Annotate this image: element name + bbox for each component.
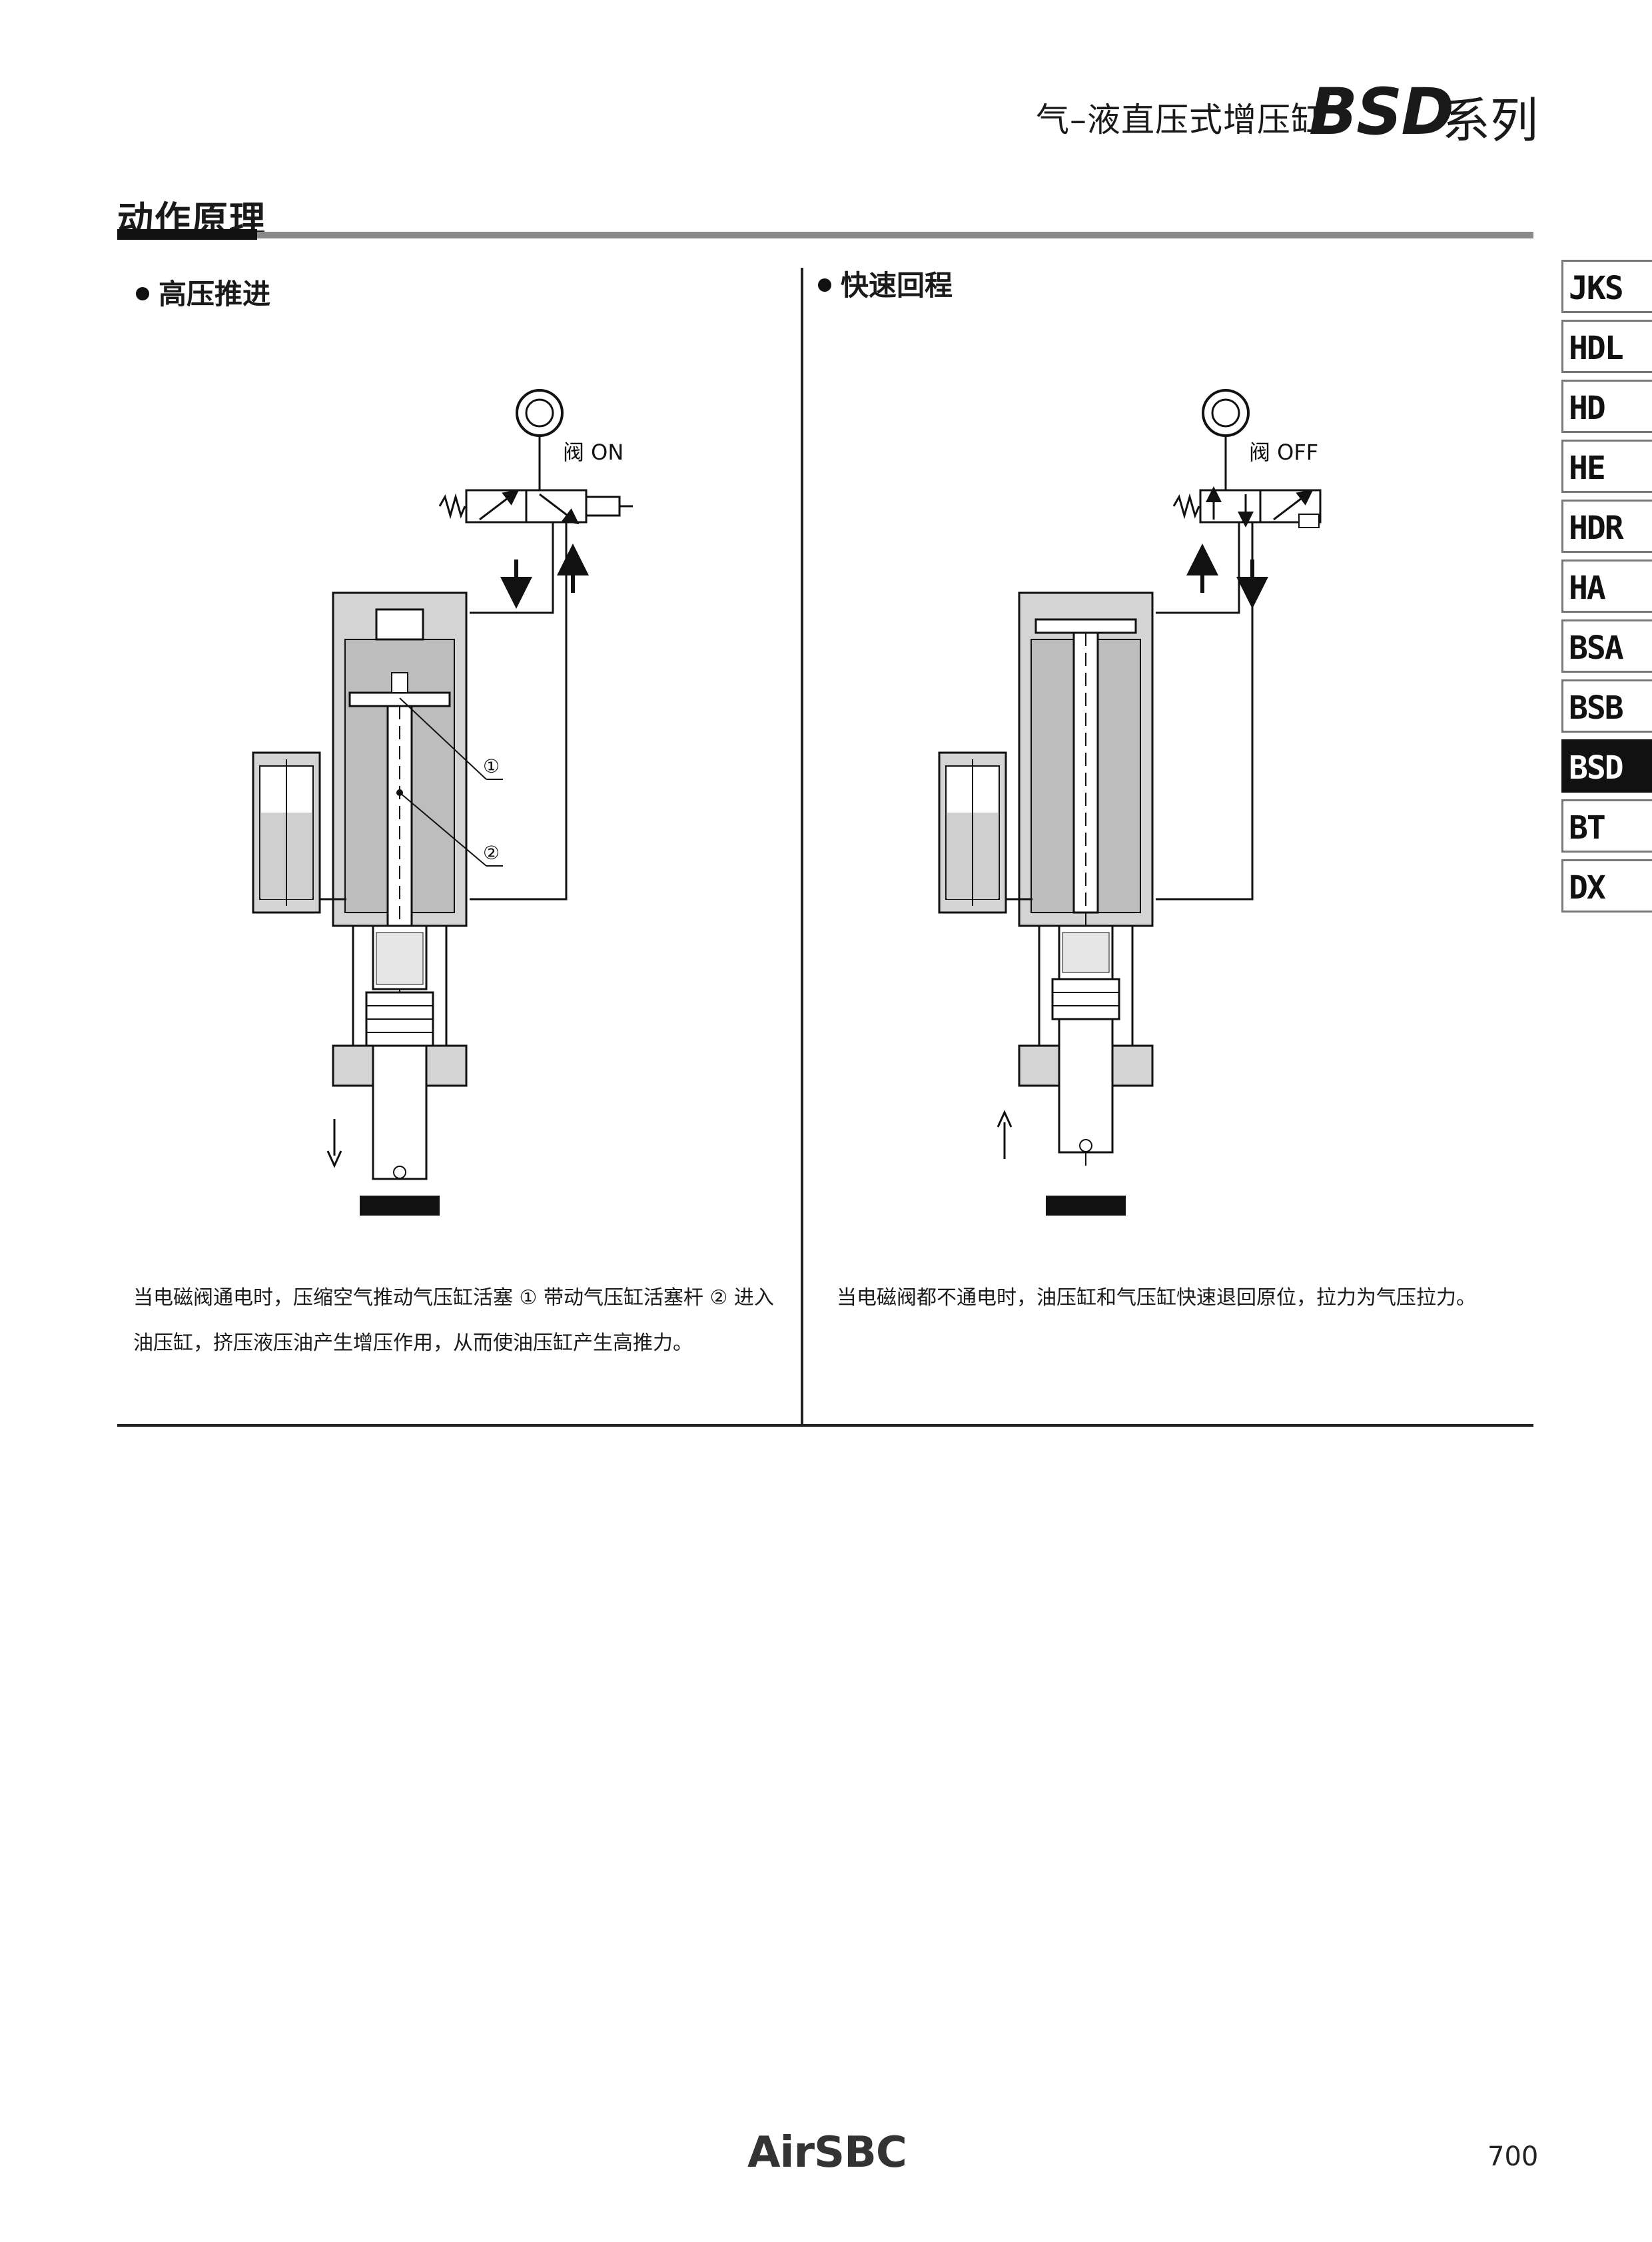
bullet-icon [136,286,149,300]
brand-logo: AirSBC [747,2128,907,2177]
diagram-fast-return: 阀 OFF [938,389,1322,1216]
title-rule [117,232,1533,238]
oil-tank-icon [252,751,346,914]
series-subtitle: 气–液直压式增压缸 [1036,101,1325,139]
bullet-icon [818,278,831,292]
page-number: 700 [1487,2141,1539,2172]
side-tab-hdl[interactable]: HDL [1561,320,1652,373]
side-tab-bt[interactable]: BT [1561,799,1652,853]
side-tab-hd[interactable]: HD [1561,380,1652,433]
side-tab-bsb[interactable]: BSB [1561,679,1652,733]
side-tab-bsd[interactable]: BSD [1561,739,1652,793]
bottom-rule [117,1424,1533,1427]
pressure-gauge-icon [516,389,564,493]
solenoid-valve-icon [438,489,633,525]
callout-2: ② [483,842,500,864]
side-tab-he[interactable]: HE [1561,440,1652,493]
panel-left-description: 当电磁阀通电时，压缩空气推动气压缸活塞 ① 带动气压缸活塞杆 ② 进入油压缸，挤… [133,1286,774,1355]
booster-cylinder-body [1018,591,1154,1216]
side-tab-jks[interactable]: JKS [1561,260,1652,313]
oil-tank-icon [938,751,1032,914]
side-tab-hdr[interactable]: HDR [1561,500,1652,553]
side-tab-dx[interactable]: DX [1561,859,1652,913]
panel-right-heading: 快速回程 [818,263,953,304]
side-tab-ha[interactable]: HA [1561,560,1652,613]
side-tab-bsa[interactable]: BSA [1561,619,1652,673]
series-code: BSD [1309,75,1454,149]
callout-1: ① [483,755,500,777]
panel-right-description: 当电磁阀都不通电时，油压缸和气压缸快速退回原位，拉力为气压拉力。 [837,1286,1476,1309]
title-rule-accent [117,229,257,240]
solenoid-valve-icon [1172,486,1322,528]
diagram-high-pressure-advance: 阀 ON [252,389,633,1216]
arrow-down-icon [326,1119,342,1168]
valve-label: 阀 ON [563,440,623,465]
column-divider [801,268,803,1427]
pressure-gauge-icon [1202,389,1250,493]
arrow-up-icon [997,1110,1013,1159]
booster-cylinder-body [332,591,468,1216]
valve-label: 阀 OFF [1249,440,1318,465]
series-suffix: 系列 [1442,93,1539,149]
panel-left-heading: 高压推进 [136,272,270,312]
